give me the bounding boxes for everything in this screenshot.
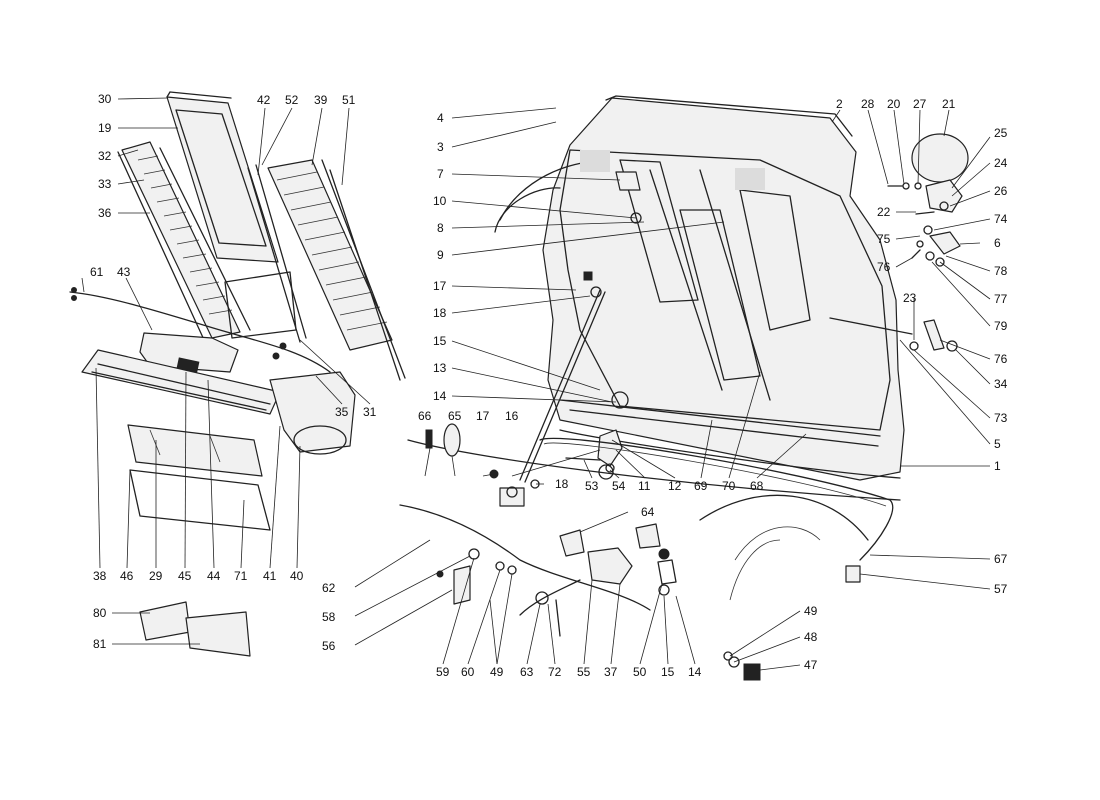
callout-15: 15 (433, 334, 447, 348)
callout-45: 45 (178, 569, 192, 583)
callout-22: 22 (877, 205, 891, 219)
callout-43: 43 (117, 265, 131, 279)
callout-46: 46 (120, 569, 134, 583)
callout-24: 24 (994, 156, 1008, 170)
callout-77: 77 (994, 292, 1008, 306)
callout-49: 49 (804, 604, 818, 618)
callout-5: 5 (994, 437, 1001, 451)
engine-lid-assembly (399, 95, 905, 681)
callout-21: 21 (942, 97, 956, 111)
callout-17: 17 (476, 409, 490, 423)
callout-11: 11 (638, 479, 651, 493)
callout-75: 75 (877, 232, 891, 246)
callout-79: 79 (994, 319, 1008, 333)
callout-6: 6 (994, 236, 1001, 250)
callout-3: 3 (437, 140, 444, 154)
callout-64: 64 (641, 505, 655, 519)
callout-78: 78 (994, 264, 1008, 278)
callout-25: 25 (994, 126, 1008, 140)
callout-30: 30 (98, 92, 112, 106)
callout-28: 28 (861, 97, 875, 111)
callout-32: 32 (98, 149, 112, 163)
callout-62: 62 (322, 581, 336, 595)
callout-65: 65 (448, 409, 462, 423)
callout-50: 50 (633, 665, 647, 679)
callout-34: 34 (994, 377, 1008, 391)
callout-47: 47 (804, 658, 818, 672)
callout-12: 12 (668, 479, 682, 493)
callout-4: 4 (437, 111, 444, 125)
callout-76: 76 (877, 260, 891, 274)
callout-1: 1 (994, 459, 1001, 473)
leader-lines (81, 97, 991, 671)
callout-80: 80 (93, 606, 107, 620)
callout-38: 38 (93, 569, 107, 583)
callout-10: 10 (433, 194, 447, 208)
callout-70: 70 (722, 479, 736, 493)
callout-31: 31 (363, 405, 377, 419)
callout-72: 72 (548, 665, 562, 679)
callout-13: 13 (433, 361, 447, 375)
callout-48: 48 (804, 630, 818, 644)
callout-42: 42 (257, 93, 271, 107)
callout-15: 15 (661, 665, 675, 679)
callout-52: 52 (285, 93, 299, 107)
callout-29: 29 (149, 569, 163, 583)
callout-33: 33 (98, 177, 112, 191)
callout-14: 14 (688, 665, 702, 679)
callout-14: 14 (433, 389, 447, 403)
callout-61: 61 (90, 265, 104, 279)
callout-17: 17 (433, 279, 447, 293)
callout-54: 54 (612, 479, 626, 493)
callout-55: 55 (577, 665, 591, 679)
callout-81: 81 (93, 637, 107, 651)
callout-26: 26 (994, 184, 1008, 198)
callout-39: 39 (314, 93, 328, 107)
callout-23: 23 (903, 291, 917, 305)
callout-44: 44 (207, 569, 221, 583)
callout-60: 60 (461, 665, 475, 679)
callout-49: 49 (490, 665, 504, 679)
callout-7: 7 (437, 167, 444, 181)
callout-57: 57 (994, 582, 1008, 596)
callout-56: 56 (322, 639, 336, 653)
callout-74: 74 (994, 212, 1008, 226)
callout-71: 71 (234, 569, 248, 583)
callout-73: 73 (994, 411, 1008, 425)
callout-41: 41 (263, 569, 277, 583)
rear-window-louvre-assembly (69, 91, 406, 657)
callout-37: 37 (604, 665, 618, 679)
callout-2: 2 (836, 97, 843, 111)
callout-36: 36 (98, 206, 112, 220)
callout-51: 51 (342, 93, 356, 107)
callout-63: 63 (520, 665, 534, 679)
callout-35: 35 (335, 405, 349, 419)
callout-76: 76 (994, 352, 1008, 366)
callout-59: 59 (436, 665, 450, 679)
callout-67: 67 (994, 552, 1008, 566)
callout-18: 18 (555, 477, 569, 491)
callout-40: 40 (290, 569, 304, 583)
callout-66: 66 (418, 409, 432, 423)
callout-69: 69 (694, 479, 708, 493)
callout-8: 8 (437, 221, 444, 235)
callout-20: 20 (887, 97, 901, 111)
callout-16: 16 (505, 409, 519, 423)
callout-9: 9 (437, 248, 444, 262)
callout-18: 18 (433, 306, 447, 320)
callout-68: 68 (750, 479, 764, 493)
callout-58: 58 (322, 610, 336, 624)
callout-27: 27 (913, 97, 927, 111)
callout-53: 53 (585, 479, 599, 493)
callout-19: 19 (98, 121, 112, 135)
callout-labels: 30 19 32 33 36 61 43 42 52 39 51 35 31 3… (90, 92, 1008, 679)
